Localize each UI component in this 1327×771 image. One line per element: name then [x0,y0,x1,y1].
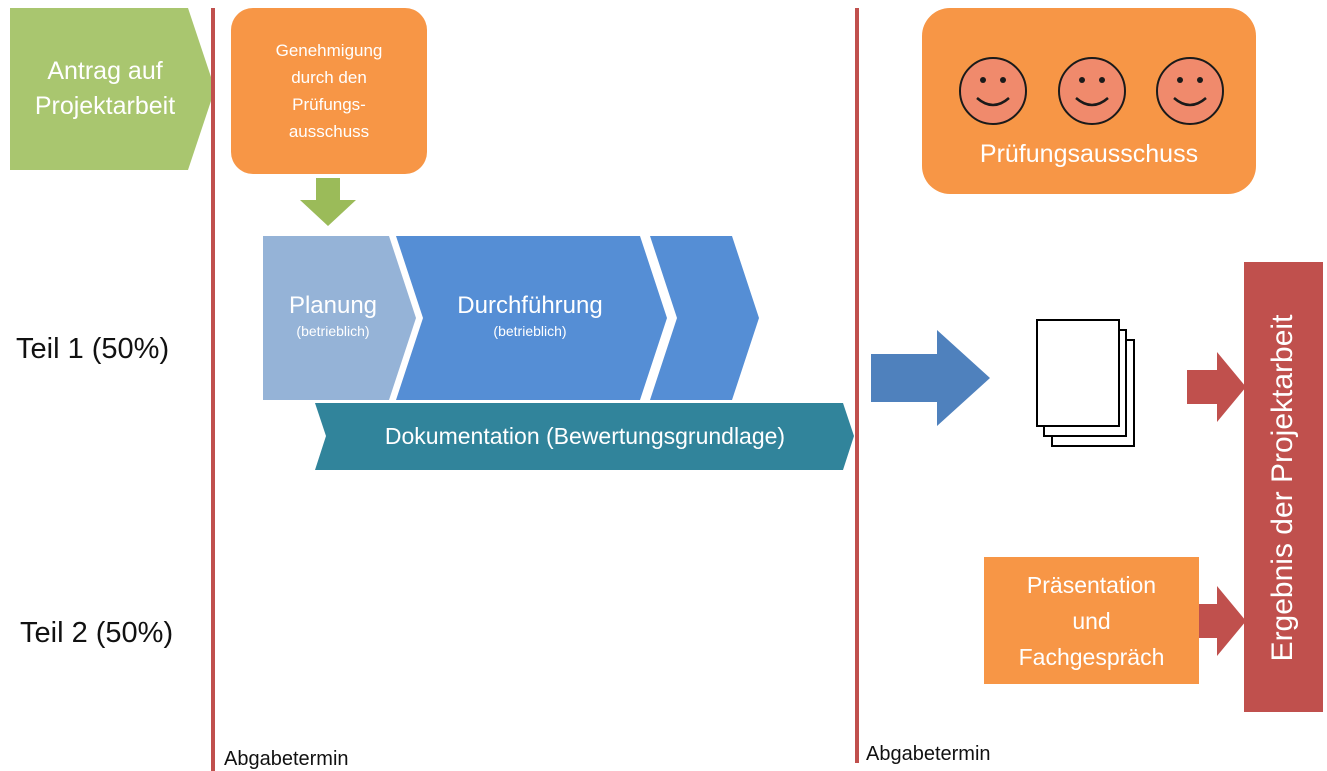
praesentation-label: Präsentation und Fachgespräch [984,567,1199,675]
antrag-shape [10,8,215,170]
red-right-arrow-bottom [1187,586,1246,656]
durchfuehrung-shape [396,236,667,400]
ergebnis-label: Ergebnis der Projektarbeit [1266,314,1299,662]
genehmigung-box [231,8,427,174]
praesentation-line2: und [1072,608,1111,634]
genehmigung-label: Genehmigung durch den Prüfungs- ausschus… [231,37,427,145]
planung-sub: (betrieblich) [296,323,370,339]
smiley-icon [1156,57,1224,125]
durchfuehrung-title: Durchführung [457,292,603,319]
dokumentation-label: Dokumentation (Bewertungsgrundlage) [384,423,786,449]
praesentation-line1: Präsentation [1026,572,1157,598]
ergebnis-box [1244,262,1323,712]
abgabetermin-line-left [211,8,215,771]
planung-shape [263,236,416,400]
praesentation-line3: Fachgespräch [1018,644,1165,670]
durchfuehrung-label: Durchführung (betrieblich) [430,291,630,341]
genehmigung-line4: ausschuss [288,122,370,141]
smiley-icon [959,57,1027,125]
antrag-line2: Projektarbeit [34,92,176,120]
document-stack-icon [1036,319,1135,447]
green-down-arrow [300,178,356,226]
planung-title: Planung [288,292,378,319]
red-right-arrow-top [1187,352,1246,422]
planung-label: Planung (betrieblich) [263,291,403,341]
teil1-label: Teil 1 (50%) [16,333,170,365]
dokumentation-shape [315,403,854,470]
durchfuehrung-sub: (betrieblich) [493,323,567,339]
abgabetermin-label-left: Abgabetermin [224,748,349,770]
abgabetermin-label-right: Abgabetermin [866,743,991,765]
pruefungsausschuss-label: Prüfungsausschuss [979,140,1199,168]
abgabetermin-line-right [855,8,859,763]
genehmigung-line3: Prüfungs- [292,95,366,114]
smiley-icon [1058,57,1126,125]
genehmigung-line1: Genehmigung [275,41,383,60]
praesentation-box [984,557,1199,684]
antrag-line1: Antrag auf [47,57,163,85]
teil2-label: Teil 2 (50%) [20,617,174,649]
continuation-chevron [650,236,759,400]
antrag-label: Antrag auf Projektarbeit [10,54,200,124]
blue-right-arrow [871,330,990,426]
genehmigung-line2: durch den [291,68,367,87]
